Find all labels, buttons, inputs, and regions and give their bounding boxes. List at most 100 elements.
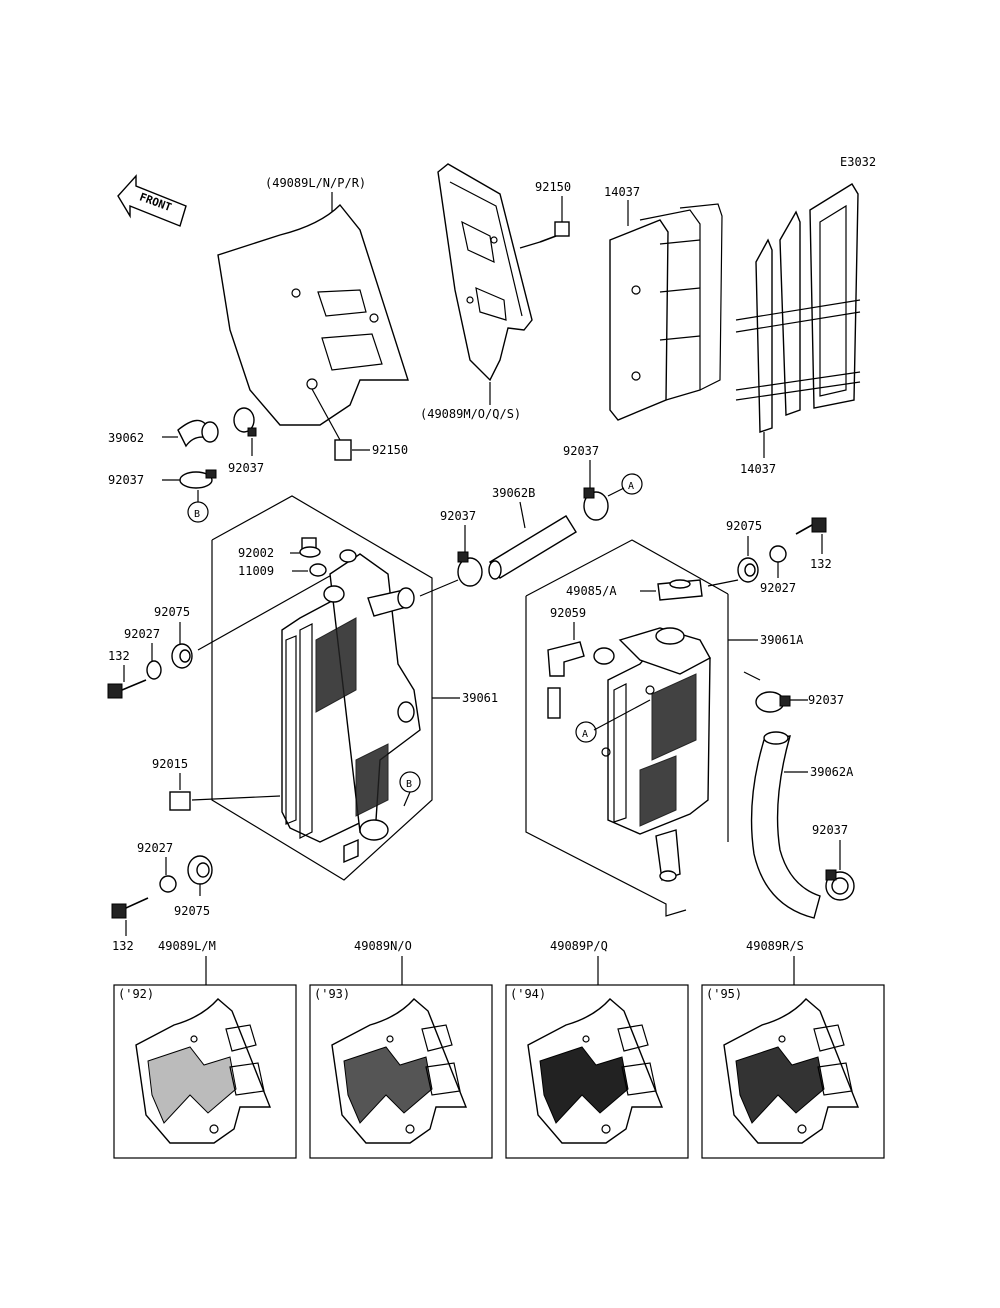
label-bolt-top: 92150 [535, 180, 571, 194]
clamp-a: 92037 [228, 407, 264, 475]
louver-grille: 14037 [735, 183, 861, 476]
variant-year-label: ('94) [510, 987, 546, 1001]
variant-year-label: ('92) [118, 987, 154, 1001]
variant-part-label: 49089L/M [158, 939, 216, 953]
label-shroud-left: (49089L/N/P/R) [265, 176, 366, 190]
label-cap: 92002 [238, 546, 274, 560]
label-clamp-b: 92037 [108, 473, 144, 487]
bolt-b: 132 [111, 897, 149, 953]
variant-year-label: ('95) [706, 987, 742, 1001]
shroud-graphic [735, 1046, 825, 1124]
clamp-b: 92037 B [108, 469, 217, 523]
ref-b-upper: B [194, 509, 200, 520]
small-hose: 39062 [108, 419, 219, 448]
label-hose-a: 39062A [810, 765, 854, 779]
label-gasket: 11009 [238, 564, 274, 578]
label-collar-a: 92027 [124, 627, 160, 641]
variant-panels: 49089L/M('92)49089N/O('93)49089P/Q('94)4… [113, 939, 885, 1159]
label-guard-bottom: 14037 [740, 462, 776, 476]
shroud-bolt-hole [582, 1035, 590, 1043]
label-clamp-c: 92037 [563, 444, 599, 458]
grommet-b: 92075 [174, 855, 213, 918]
bolt-mid: 92150 [334, 439, 408, 461]
label-collar-c: 92027 [760, 581, 796, 595]
shroud-vent-upper [617, 1024, 649, 1052]
clamp-g: 92037 [812, 823, 855, 901]
hose-a: 39062A [750, 731, 854, 919]
grommet-c: 92075 [707, 519, 762, 587]
clamp-c: 92037 A [563, 444, 643, 521]
label-hose-b: 39062B [492, 486, 535, 500]
variant-part-label: 49089R/S [746, 939, 804, 953]
label-clip: 92015 [152, 757, 188, 771]
label-bolt-b: 132 [112, 939, 134, 953]
left-shroud: (49089L/N/P/R) [217, 176, 409, 441]
shroud-vent-lower [621, 1062, 657, 1096]
grommet-a: 92075 [154, 567, 345, 669]
label-shroud-right: (49089M/O/Q/S) [420, 407, 521, 421]
shroud-graphic [343, 1046, 433, 1124]
clamp-f: 92037 [743, 671, 844, 713]
label-grommet-c: 92075 [726, 519, 762, 533]
shroud-bolt-hole [190, 1035, 198, 1043]
ref-b-lower: B [406, 779, 412, 790]
variant-panel-4: 49089R/S ('95) [701, 939, 885, 1159]
hose-c: 92059 [547, 606, 586, 719]
shroud-vent-upper [813, 1024, 845, 1052]
shroud-vent-upper [225, 1024, 257, 1052]
hose-b: 39062B [488, 486, 577, 580]
variant-panel-1: 49089L/M ('92) [113, 939, 297, 1159]
label-clamp-e: 92037 [440, 509, 476, 523]
label-radiator-right: 39061A [760, 633, 804, 647]
label-bolt-a: 132 [108, 649, 130, 663]
clip: 92015 [152, 757, 281, 811]
radiator-right: 39061A A [525, 539, 804, 917]
bolt-c: 132 [795, 517, 832, 571]
collar-a: 92027 [124, 627, 162, 680]
variant-panel-3: 49089P/Q ('94) [505, 939, 689, 1159]
pad: 49085/A [566, 579, 703, 601]
radiator-left: 39061 B [211, 495, 498, 881]
clamp-e: 92037 [419, 509, 483, 597]
label-guard-left-top: 14037 [604, 185, 640, 199]
bolt-top: 92150 [519, 180, 571, 249]
shroud-graphic [539, 1046, 629, 1124]
collar-c: 92027 [760, 545, 796, 595]
radiator-cap: 92002 [238, 537, 321, 560]
shroud-vent-lower [229, 1062, 265, 1096]
shroud-bolt-hole [601, 1124, 611, 1134]
shroud-bolt-hole [778, 1035, 786, 1043]
label-hose-small: 39062 [108, 431, 144, 445]
ref-a-lower: A [582, 729, 588, 740]
label-grommet-b: 92075 [174, 904, 210, 918]
label-bolt-c: 132 [810, 557, 832, 571]
label-clamp-f: 92037 [808, 693, 844, 707]
variant-year-label: ('93) [314, 987, 350, 1001]
label-pad: 49085/A [566, 584, 617, 598]
label-clamp-g: 92037 [812, 823, 848, 837]
collar-b: 92027 [137, 841, 177, 893]
gasket: 11009 [238, 563, 327, 578]
front-arrow-icon: FRONT [117, 174, 187, 227]
shroud-graphic [147, 1046, 237, 1124]
label-collar-b: 92027 [137, 841, 173, 855]
variant-panel-2: 49089N/O ('93) [309, 939, 493, 1159]
variant-part-label: 49089P/Q [550, 939, 608, 953]
shroud-vent-upper [421, 1024, 453, 1052]
shroud-bolt-hole [209, 1124, 219, 1134]
ref-a-upper: A [628, 481, 634, 492]
radiator-guard: 14037 [604, 185, 723, 421]
shroud-vent-lower [817, 1062, 853, 1096]
label-grommet-a: 92075 [154, 605, 190, 619]
right-shroud: (49089M/O/Q/S) [420, 163, 533, 421]
variant-part-label: 49089N/O [354, 939, 412, 953]
label-bolt-mid: 92150 [372, 443, 408, 457]
shroud-bolt-hole [405, 1124, 415, 1134]
label-radiator-left: 39061 [462, 691, 498, 705]
diagram-code: E3032 [840, 155, 876, 169]
bolt-a: 132 [107, 649, 147, 699]
shroud-bolt-hole [386, 1035, 394, 1043]
label-clamp-a: 92037 [228, 461, 264, 475]
label-hose-c: 92059 [550, 606, 586, 620]
